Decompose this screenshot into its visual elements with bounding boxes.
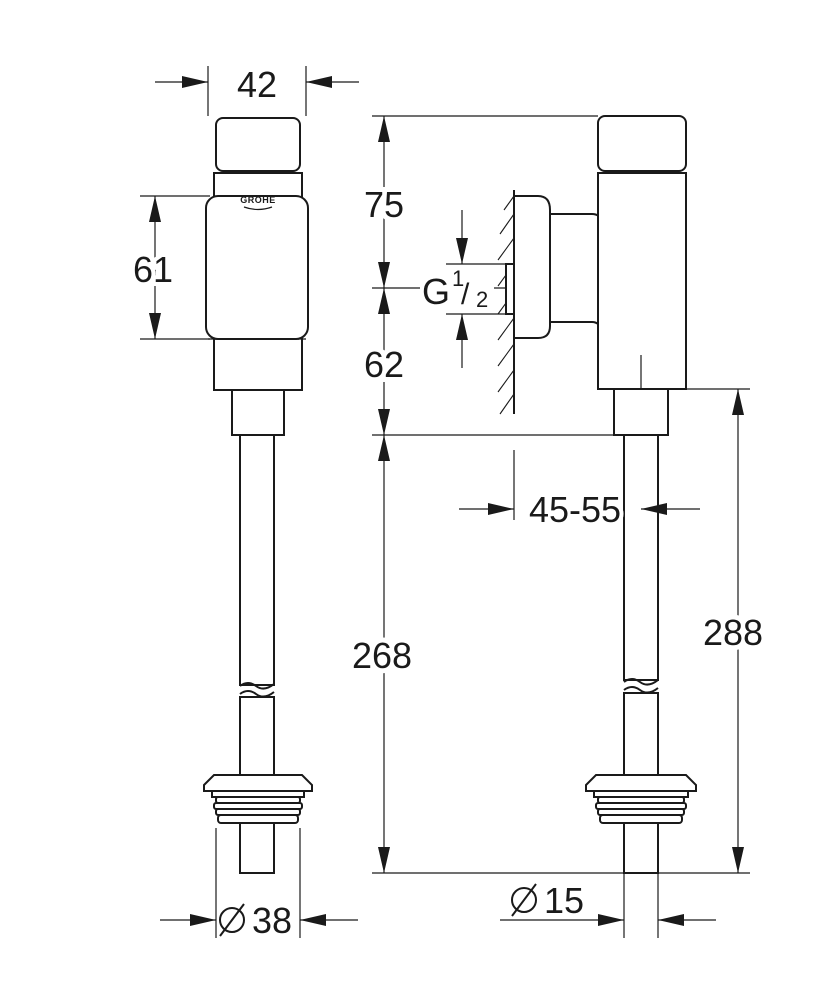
dim-42: 42 xyxy=(155,64,359,116)
diameter-symbol-icon xyxy=(511,883,537,917)
dim-label-268: 268 xyxy=(352,635,412,676)
thread-label-sep: / xyxy=(461,278,470,311)
thread-label-g: G xyxy=(422,271,450,312)
dim-61: 61 xyxy=(129,195,210,340)
dim-45-55: 45-55 xyxy=(459,450,700,534)
side-connector xyxy=(549,213,603,333)
dim-38: 38 xyxy=(160,828,358,941)
dim-label-42: 42 xyxy=(237,64,277,105)
dim-288: 288 xyxy=(658,388,768,874)
side-view xyxy=(497,115,697,874)
front-tail-pipe xyxy=(239,822,275,874)
dim-label-61: 61 xyxy=(133,249,173,290)
dim-label-75: 75 xyxy=(364,184,404,225)
front-pipe-upper xyxy=(239,434,275,686)
front-cover-plate xyxy=(205,195,309,340)
dim-label-38: 38 xyxy=(252,900,292,941)
side-flange xyxy=(585,774,697,824)
dim-label-15: 15 xyxy=(544,880,584,921)
dim-vertical-main: 75 62 268 xyxy=(347,115,624,874)
brand-logo: GROHE xyxy=(240,195,276,205)
dim-label-288: 288 xyxy=(703,612,763,653)
dim-label-62: 62 xyxy=(364,344,404,385)
diameter-symbol-icon xyxy=(219,903,245,937)
thread-label-den: 2 xyxy=(476,287,488,312)
dim-label-45-55: 45-55 xyxy=(529,489,621,530)
front-neck xyxy=(231,389,285,436)
side-valve-body xyxy=(597,172,687,390)
side-pipe-upper xyxy=(623,434,659,681)
front-pipe-break xyxy=(239,682,275,690)
dim-thread: G 1 / 2 xyxy=(420,210,506,368)
thread-label-num: 1 xyxy=(452,266,464,291)
side-neck xyxy=(613,388,669,436)
side-pipe-lower xyxy=(623,692,659,778)
side-rosette xyxy=(513,195,551,339)
side-push-button xyxy=(597,115,687,172)
side-tail-pipe xyxy=(623,822,659,874)
front-push-button xyxy=(215,117,301,172)
front-flange xyxy=(203,774,313,824)
front-view: GROHE xyxy=(203,117,313,874)
thread-label: G 1 / 2 xyxy=(420,266,494,312)
side-pipe-break xyxy=(623,678,659,686)
dim-15: 15 xyxy=(500,873,716,938)
front-pipe-lower xyxy=(239,696,275,778)
